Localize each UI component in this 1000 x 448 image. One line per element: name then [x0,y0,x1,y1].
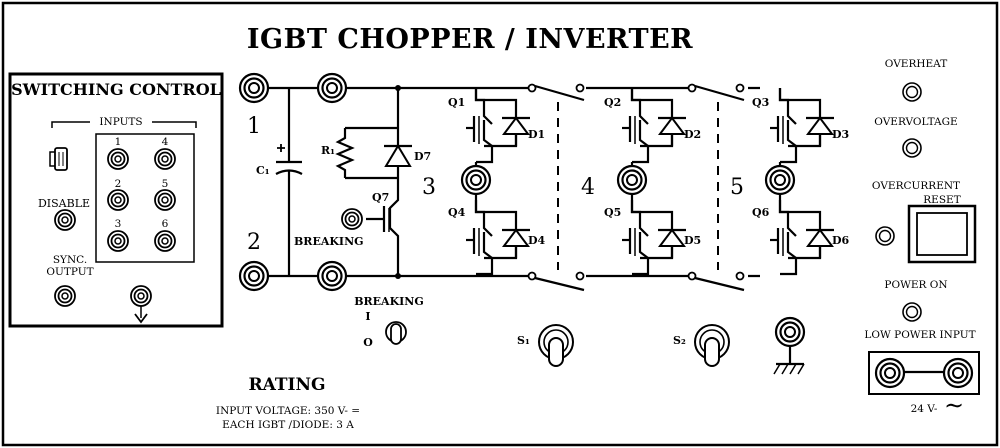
reset-label: RESET [923,194,960,206]
terminal-2-right-socket[interactable] [316,260,348,292]
overcurrent-label: OVERCURRENT [872,180,960,192]
rating-line-2: EACH IGBT /DIODE: 3 A [222,419,354,431]
switching-control-box: SWITCHING CONTROL INPUTS 1 4 2 5 3 6 DIS… [8,72,224,328]
overvoltage-led [902,138,922,158]
overvoltage-label: OVERVOLTAGE [874,116,957,128]
disable-socket[interactable] [54,209,76,231]
input-socket-2[interactable] [107,189,129,211]
sync-ground-socket[interactable] [130,285,152,307]
input-number-5: 5 [162,178,169,190]
power-on-led [902,302,922,322]
sync-output-socket[interactable] [54,285,76,307]
input-number-4: 4 [162,136,169,148]
q4-label: Q4 [448,206,466,219]
q2-label: Q2 [604,96,621,109]
earth-ground-icon [773,346,805,375]
overheat-led [902,82,922,102]
overcurrent-led [875,226,895,246]
d2-label: D2 [684,128,701,141]
db-connector-icon[interactable] [49,147,68,171]
inputs-label: INPUTS [99,116,142,128]
disable-label: DISABLE [38,197,90,210]
section-label-5: 5 [730,175,744,200]
breaking-switch-off-label: O [363,336,373,349]
s2-label: S₂ [673,334,686,347]
ground-arrow-icon [134,306,148,324]
terminal-2-label: 2 [247,230,261,255]
terminal-1-right-socket[interactable] [316,72,348,104]
d4-label: D4 [528,234,546,247]
input-socket-6[interactable] [154,230,176,252]
rating-title: RATING [248,375,325,395]
breaking-switch-on-label: I [365,310,370,323]
input-socket-3[interactable] [107,230,129,252]
sync-label-line2: OUTPUT [46,266,93,278]
input-number-2: 2 [115,178,122,190]
terminal-1-label: 1 [247,114,261,139]
capacitor-c1 [275,88,303,276]
section-label-3: 3 [422,175,436,200]
switching-control-title: SWITCHING CONTROL [11,80,221,99]
q6-label: Q6 [752,206,770,219]
low-power-socket-right[interactable] [942,357,974,389]
sync-label-line1: SYNC. [53,254,87,266]
breaking-label: BREAKING [294,235,364,248]
breaking-toggle-switch[interactable] [385,321,407,345]
d1-label: D1 [528,128,545,141]
input-socket-5[interactable] [154,189,176,211]
leg-1-output-socket[interactable] [460,164,492,196]
inputs-frame [95,133,195,263]
diode-d7-label: D7 [414,150,431,163]
earth-socket[interactable] [774,316,806,348]
power-on-label: POWER ON [884,279,947,291]
page-title: IGBT CHOPPER / INVERTER [247,24,693,55]
s2-toggle-switch[interactable] [694,324,730,367]
low-power-input-label: LOW POWER INPUT [864,329,975,341]
d5-label: D5 [684,234,701,247]
low-power-socket-left[interactable] [874,357,906,389]
supply-voltage-label: 24 V- [911,403,938,415]
q3-label: Q3 [752,96,769,109]
breaking-branch [335,88,412,276]
q1-label: Q1 [448,96,465,109]
input-socket-4[interactable] [154,148,176,170]
reset-button[interactable] [907,204,977,264]
q5-label: Q5 [604,206,621,219]
ac-tilde-icon: ∼ [944,391,964,419]
d6-label: D6 [832,234,850,247]
rating-line-1: INPUT VOLTAGE: 350 V- = [216,405,360,417]
s1-label: S₁ [517,334,530,347]
section-label-4: 4 [581,175,595,200]
q7-label: Q7 [372,191,389,204]
leg-3-output-socket[interactable] [764,164,796,196]
input-number-1: 1 [115,136,122,148]
input-number-6: 6 [162,218,169,230]
resistor-label: R₁ [321,144,335,157]
overheat-label: OVERHEAT [885,58,947,70]
terminal-2-left-socket[interactable] [238,260,270,292]
capacitor-label: C₁ [256,164,270,177]
breaking-socket[interactable] [341,208,363,230]
s1-toggle-switch[interactable] [538,324,574,367]
d3-label: D3 [832,128,849,141]
breaking-switch-label: BREAKING [354,295,424,308]
leg-2-output-socket[interactable] [616,164,648,196]
bus-switch-contacts [527,82,748,292]
terminal-1-left-socket[interactable] [238,72,270,104]
input-number-3: 3 [115,218,122,230]
input-socket-1[interactable] [107,148,129,170]
